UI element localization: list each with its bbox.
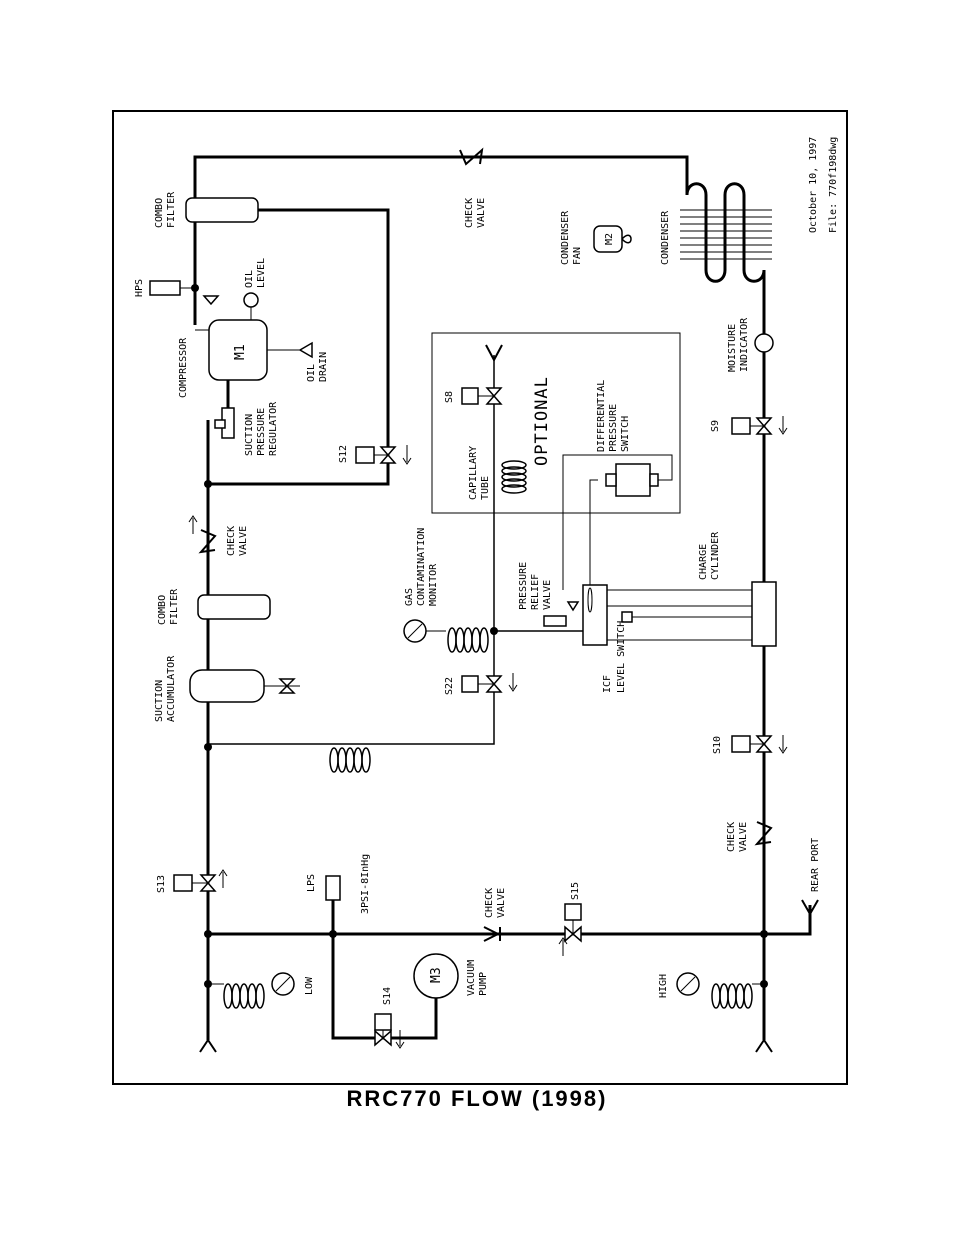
accumulator-drain-valve-icon xyxy=(278,678,296,694)
icf-level-switch xyxy=(582,584,608,646)
vacuum-pump-m3 xyxy=(413,953,459,999)
s8-port-icon xyxy=(485,344,503,363)
svg-text:CHECKVALVE: CHECKVALVE xyxy=(464,198,487,228)
svg-text:S13: S13 xyxy=(156,875,167,893)
svg-text:OILDRAIN: OILDRAIN xyxy=(306,352,329,382)
hps-switch xyxy=(149,280,181,296)
high-gauge-coil xyxy=(711,983,753,1009)
svg-text:S12: S12 xyxy=(338,445,349,463)
high-port-icon xyxy=(755,1038,773,1053)
m1-label: M1 xyxy=(233,344,248,360)
svg-text:COMBOFILTER: COMBOFILTER xyxy=(157,588,180,625)
svg-text:CONDENSER: CONDENSER xyxy=(660,210,671,265)
svg-text:HPS: HPS xyxy=(134,279,145,297)
s12-valve-icon xyxy=(379,446,397,464)
s22-valve-icon xyxy=(485,675,503,693)
low-port-icon xyxy=(199,1038,217,1053)
svg-text:SUCTIONACCUMULATOR: SUCTIONACCUMULATOR xyxy=(154,655,177,722)
check-valve-top-icon xyxy=(459,147,484,166)
svg-text:LPS: LPS xyxy=(306,874,317,892)
check-valve-bottom-icon xyxy=(483,926,501,942)
svg-text:PRESSURERELIEFVALVE: PRESSURERELIEFVALVE xyxy=(518,562,553,610)
svg-text:VACUUMPUMP: VACUUMPUMP xyxy=(466,960,489,996)
lps-switch xyxy=(325,875,341,901)
s22-solenoid xyxy=(461,675,479,693)
optional-box xyxy=(431,332,681,514)
fan-blade-icon xyxy=(621,234,632,244)
s14-solenoid xyxy=(374,1013,392,1031)
s12-solenoid xyxy=(355,446,375,464)
date-label: October 10, 1997 xyxy=(808,137,819,233)
condenser-coil xyxy=(680,182,772,283)
combo-filter-top xyxy=(185,197,259,223)
oil-level-icon xyxy=(243,292,259,308)
file-label: File: 770f198dwg xyxy=(828,137,839,233)
svg-text:SUCTIONPRESSUREREGULATOR: SUCTIONPRESSUREREGULATOR xyxy=(244,401,279,456)
svg-text:REAR PORT: REAR PORT xyxy=(810,838,821,892)
check-valve-left-icon xyxy=(198,529,217,554)
return-coil xyxy=(329,747,371,773)
check-valve-right-icon xyxy=(754,821,773,846)
svg-text:LOW: LOW xyxy=(304,976,315,995)
svg-text:S8: S8 xyxy=(444,391,455,403)
svg-text:CHARGECYLINDER: CHARGECYLINDER xyxy=(698,531,721,580)
rear-port-icon xyxy=(801,899,819,917)
s10-solenoid xyxy=(731,735,751,753)
moisture-indicator-icon xyxy=(754,333,774,353)
svg-text:S9: S9 xyxy=(710,420,721,432)
svg-text:S15: S15 xyxy=(570,882,581,900)
s15-solenoid xyxy=(564,903,582,921)
s13-valve-icon xyxy=(199,874,217,892)
oil-drain-icon xyxy=(298,341,313,359)
svg-text:CAPILLARYTUBE: CAPILLARYTUBE xyxy=(468,446,491,500)
s10-valve-icon xyxy=(755,735,773,753)
low-gauge-coil xyxy=(223,983,265,1009)
svg-text:DIFFERENTIALPRESSURESWITCH: DIFFERENTIALPRESSURESWITCH xyxy=(596,380,631,452)
charge-cylinder xyxy=(751,581,777,647)
svg-text:S10: S10 xyxy=(712,736,723,754)
svg-text:MOISTUREINDICATOR: MOISTUREINDICATOR xyxy=(727,317,750,372)
diagram-border xyxy=(112,110,848,1085)
svg-text:CHECKVALVE: CHECKVALVE xyxy=(484,888,507,918)
gas-monitor-coil xyxy=(447,627,489,653)
diagram-title: RRC770 FLOW (1998) xyxy=(346,1086,608,1111)
labels: October 10, 1997 File: 770f198dwg COMBOF… xyxy=(134,137,839,1005)
svg-text:3PSI-8InHg: 3PSI-8InHg xyxy=(360,854,371,914)
svg-text:COMBOFILTER: COMBOFILTER xyxy=(154,191,177,228)
s14-valve-icon xyxy=(374,1029,392,1047)
s8-solenoid xyxy=(461,387,479,405)
flow-arrows xyxy=(188,416,788,1049)
combo-filter-left xyxy=(197,594,271,620)
s15-valve-icon xyxy=(564,925,582,943)
svg-text:S22: S22 xyxy=(444,677,455,695)
pressure-relief-valve-icon xyxy=(566,601,580,612)
capillary-tube-coil xyxy=(501,460,527,494)
svg-text:HIGH: HIGH xyxy=(658,974,669,998)
svg-text:S14: S14 xyxy=(382,987,393,1005)
m3-label: M3 xyxy=(429,967,444,983)
m2-label: M2 xyxy=(604,233,615,245)
suction-accumulator xyxy=(189,669,265,703)
svg-text:OILLEVEL: OILLEVEL xyxy=(244,258,267,288)
differential-pressure-switch xyxy=(615,463,651,497)
s9-valve-icon xyxy=(755,417,773,435)
svg-text:COMPRESSOR: COMPRESSOR xyxy=(178,337,189,398)
s9-solenoid xyxy=(731,417,751,435)
svg-text:CONDENSERFAN: CONDENSERFAN xyxy=(560,210,583,265)
svg-text:CHECKVALVE: CHECKVALVE xyxy=(726,822,749,852)
s13-solenoid xyxy=(173,874,193,892)
hps-valve-icon xyxy=(202,295,220,306)
svg-text:GASCONTAMINATIONMONITOR: GASCONTAMINATIONMONITOR xyxy=(404,528,439,606)
s8-valve-icon xyxy=(485,387,503,405)
optional-label: OPTIONAL xyxy=(532,376,552,466)
svg-text:CHECKVALVE: CHECKVALVE xyxy=(226,526,249,556)
